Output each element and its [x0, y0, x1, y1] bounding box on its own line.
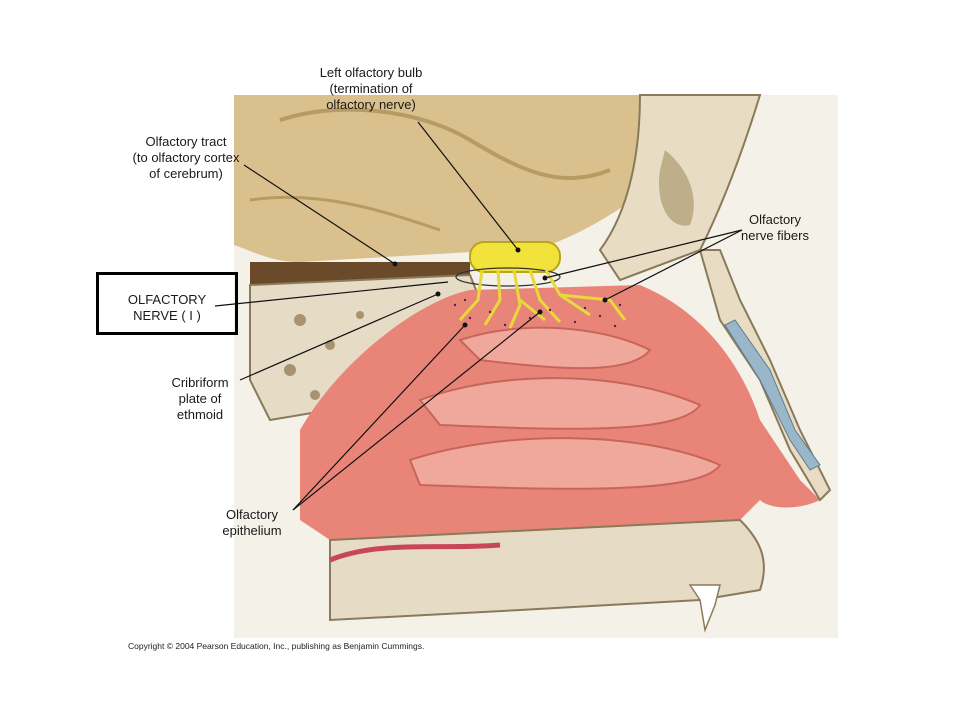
label-olfactory-nerve: OLFACTORY NERVE ( I ) — [108, 292, 226, 324]
label-olfactory-bulb: Left olfactory bulb (termination of olfa… — [296, 65, 446, 113]
label-olfactory-tract: Olfactory tract (to olfactory cortex of … — [118, 134, 254, 182]
label-cribriform-plate: Cribriform plate of ethmoid — [160, 375, 240, 423]
label-olfactory-nerve-fibers: Olfactory nerve fibers — [735, 212, 815, 244]
copyright-notice: Copyright © 2004 Pearson Education, Inc.… — [128, 641, 424, 651]
label-olfactory-epithelium: Olfactory epithelium — [208, 507, 296, 539]
